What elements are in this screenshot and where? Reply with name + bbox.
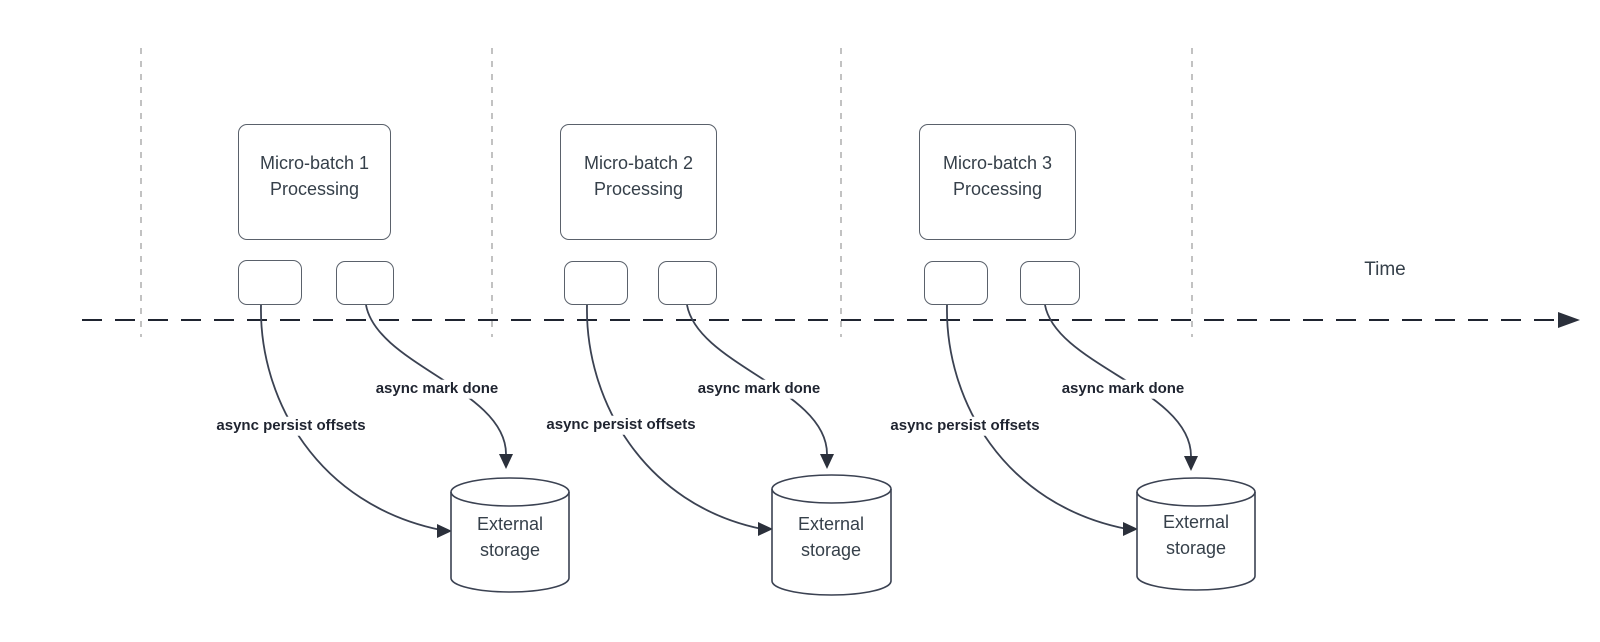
mark-done-label-2: async mark done [694, 379, 824, 399]
micro-batch-3-box: Micro-batch 3 Processing [919, 124, 1076, 240]
external-storage-cylinder-2 [771, 474, 892, 596]
cylinder-rim-icon-3 [1136, 491, 1256, 507]
external-storage-label-2: External storage [797, 514, 865, 560]
micro-batch-3-title: Micro-batch 3 Processing [942, 153, 1053, 199]
persist-offsets-label-3: async persist offsets [887, 416, 1043, 436]
persist-offsets-arrowhead-icon-2 [758, 522, 773, 536]
persist-offsets-curve-2 [586, 304, 763, 530]
external-storage-label-3: External storage [1162, 512, 1230, 558]
persist-offsets-curve-1 [260, 304, 442, 531]
done-task-box-1 [336, 261, 394, 305]
persist-offsets-label-2: async persist offsets [543, 415, 699, 435]
persist-offsets-curve-3 [946, 304, 1128, 530]
mark-done-curve-2 [686, 304, 828, 455]
offset-task-box-1 [238, 260, 302, 305]
time-axis-label: Time [1364, 259, 1406, 280]
offset-task-box-3 [924, 261, 988, 305]
persist-offsets-arrowhead-icon-3 [1123, 522, 1138, 536]
micro-batch-2-title: Micro-batch 2 Processing [583, 153, 694, 199]
cylinder-rim-icon-1 [450, 491, 570, 507]
mark-done-curve-3 [1044, 304, 1192, 457]
external-storage-cylinder-1 [450, 477, 570, 593]
persist-offsets-label-1: async persist offsets [213, 416, 369, 436]
time-axis-arrowhead-icon [1558, 312, 1580, 328]
mark-done-arrowhead-icon-1 [499, 454, 513, 469]
mark-done-arrowhead-icon-3 [1184, 456, 1198, 471]
mark-done-label-1: async mark done [372, 379, 502, 399]
external-storage-cylinder-3 [1136, 477, 1256, 591]
micro-batch-2-box: Micro-batch 2 Processing [560, 124, 717, 240]
persist-offsets-arrowhead-icon-1 [437, 524, 452, 538]
micro-batch-1-title: Micro-batch 1 Processing [259, 153, 370, 199]
external-storage-label-1: External storage [476, 514, 544, 560]
mark-done-label-3: async mark done [1058, 379, 1188, 399]
cylinder-rim-icon-2 [771, 488, 892, 504]
mark-done-curve-1 [365, 304, 507, 455]
done-task-box-2 [658, 261, 717, 305]
offset-task-box-2 [564, 261, 628, 305]
micro-batch-1-box: Micro-batch 1 Processing [238, 124, 391, 240]
done-task-box-3 [1020, 261, 1080, 305]
mark-done-arrowhead-icon-2 [820, 454, 834, 469]
